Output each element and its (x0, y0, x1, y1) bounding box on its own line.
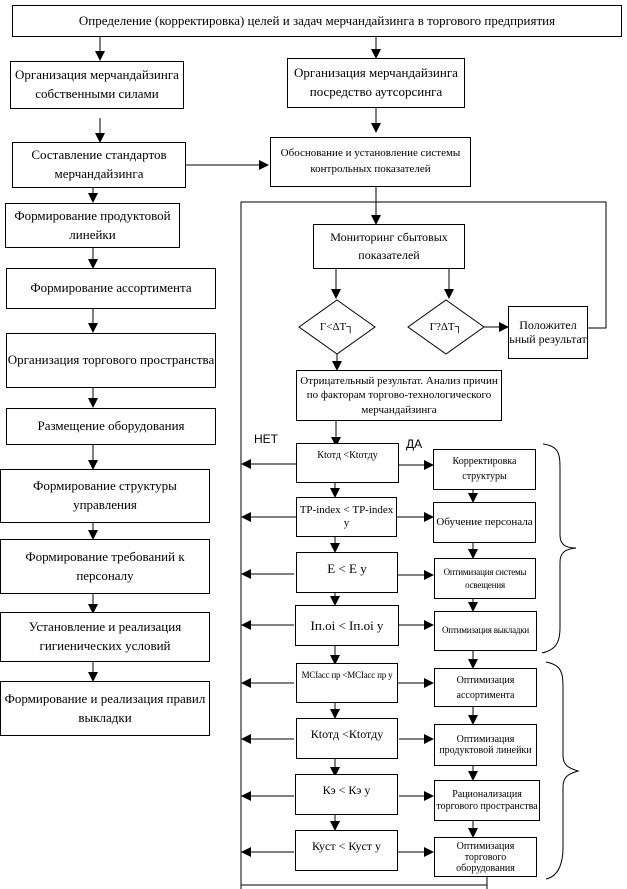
decision-positive-label: Г?ΔТ┐ (429, 321, 463, 333)
trade-space-box: Организация торгового пространства (6, 333, 216, 388)
assortment-box: Формирование ассортимента (6, 268, 216, 309)
action-box: Оптимизация системы освещения (434, 558, 536, 599)
condition-box: MCIасс пр <MCIасс пр y (296, 663, 398, 703)
action-box: Оптимизация ассортимента (434, 668, 537, 707)
product-line-box: Формирование продуктовой линейки (5, 203, 180, 248)
display-rules-box: Формирование и реализация правил выкладк… (0, 681, 210, 736)
hygiene-conditions-box: Установление и реализация гигиенических … (0, 612, 210, 662)
staff-requirements-box: Формирование требований к персоналу (0, 539, 210, 594)
condition-box: Кэ < Кэ y (295, 774, 398, 815)
no-label: НЕТ (254, 432, 278, 446)
decision-positive-shape (407, 299, 485, 355)
negative-result-box: Отрицательный результат. Анализ причин п… (296, 370, 502, 421)
condition-box: Кtотд <Кtотдy (296, 443, 399, 483)
in-house-merchandising-box: Организация мерчандайзинга собственными … (10, 61, 184, 109)
standards-box: Составление стандартов мерчандайзинга (12, 142, 186, 188)
management-structure-box: Формирование структуры управления (0, 469, 210, 523)
condition-box: Кtотд <Кtотдy (296, 718, 398, 759)
equipment-placement-box: Размещение оборудования (6, 408, 216, 445)
condition-box: Iп.оi < Iп.оi y (295, 605, 399, 646)
action-box: Оптимизация торгового оборудования (434, 837, 537, 877)
yes-label: ДА (406, 437, 423, 451)
condition-box: Куст < Куст y (295, 830, 398, 871)
condition-box: ТР-index < ТР-index y (296, 497, 397, 537)
kpi-system-box: Обоснование и установление системы контр… (270, 137, 471, 187)
outsourcing-box: Организация мерчандайзинга посредство ау… (287, 58, 465, 108)
monitoring-box: Мониторинг сбытовых показателей (313, 224, 465, 269)
goals-definition-box: Определение (корректировка) целей и зада… (12, 5, 622, 37)
action-box: Оптимизация выкладки (434, 611, 537, 651)
action-box: Оптимизация продуктовой линейки (434, 724, 537, 766)
condition-box: Е < Е y (296, 552, 398, 593)
decision-negative-label: Г<ΔТ┐ (319, 321, 355, 333)
action-box: Рационализация торгового пространства (434, 780, 540, 821)
action-box: Обучение персонала (433, 502, 536, 543)
positive-result-box: Положител ьный результат (508, 306, 588, 359)
action-box: Корректировка структуры (433, 449, 536, 490)
decision-negative-shape (298, 299, 376, 355)
